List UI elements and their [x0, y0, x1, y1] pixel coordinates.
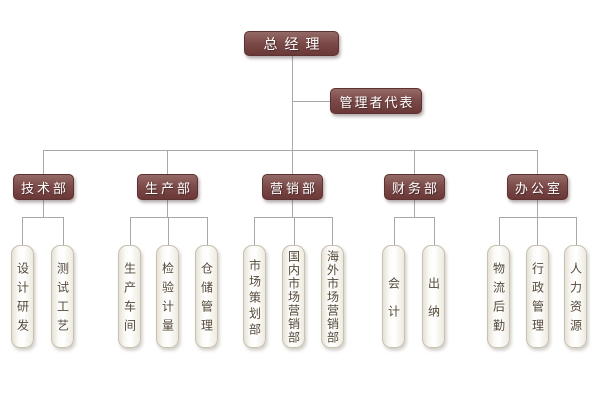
leaf-label: 市场策划部: [247, 258, 262, 339]
node-dept-marketing: 营销部: [262, 174, 323, 200]
node-management-representative: 管理者代表: [330, 88, 422, 114]
connector-line: [292, 200, 293, 217]
leaf-label: 国内市场营销部: [286, 250, 301, 345]
leaf-market-planning: 市场策划部: [243, 245, 266, 348]
connector-line: [292, 150, 293, 174]
connector-line: [130, 217, 208, 218]
connector-line: [499, 217, 577, 218]
connector-line: [332, 217, 333, 245]
leaf-domestic-marketing: 国内市场营销部: [282, 245, 305, 348]
leaf-warehouse-management: 仓储管理: [195, 245, 218, 348]
connector-line: [207, 217, 208, 245]
connector-line: [167, 200, 168, 217]
leaf-label: 仓储管理: [199, 262, 214, 338]
leaf-logistics-support: 物流后勤: [487, 245, 510, 348]
connector-line: [63, 217, 64, 245]
leaf-admin-management: 行政管理: [526, 245, 549, 348]
connector-line: [254, 217, 255, 245]
leaf-design-rd: 设计研发: [11, 245, 34, 348]
node-dept-production: 生产部: [137, 174, 198, 200]
connector-line: [537, 217, 538, 245]
leaf-human-resources: 人力资源: [564, 245, 587, 348]
connector-line: [22, 217, 63, 218]
connector-line: [576, 217, 577, 245]
connector-line: [499, 217, 500, 245]
connector-line: [414, 150, 415, 174]
connector-line: [292, 101, 330, 102]
leaf-label: 会计: [386, 276, 401, 333]
leaf-label: 出纳: [426, 276, 441, 333]
connector-line: [43, 150, 538, 151]
leaf-cashier: 出纳: [422, 245, 445, 348]
leaf-label: 人力资源: [568, 262, 583, 338]
connector-line: [414, 200, 415, 217]
connector-line: [394, 217, 395, 245]
connector-line: [167, 150, 168, 174]
connector-line: [294, 217, 295, 245]
connector-line: [168, 217, 169, 245]
connector-line: [394, 217, 435, 218]
node-dept-office: 办公室: [507, 174, 568, 200]
leaf-label: 设计研发: [15, 262, 30, 338]
connector-line: [43, 150, 44, 174]
connector-line: [130, 217, 131, 245]
connector-line: [43, 200, 44, 217]
leaf-label: 生产车间: [122, 262, 137, 338]
leaf-label: 行政管理: [530, 262, 545, 338]
connector-line: [254, 217, 333, 218]
connector-line: [434, 217, 435, 245]
leaf-accounting: 会计: [382, 245, 405, 348]
node-general-manager: 总经理: [244, 31, 339, 56]
leaf-overseas-marketing: 海外市场营销部: [321, 245, 344, 348]
leaf-label: 测试工艺: [55, 262, 70, 338]
leaf-label: 物流后勤: [491, 262, 506, 338]
connector-line: [22, 217, 23, 245]
node-dept-technology: 技术部: [13, 174, 74, 200]
connector-line: [292, 56, 293, 150]
node-dept-finance: 财务部: [384, 174, 445, 200]
leaf-label: 检验计量: [160, 262, 175, 338]
leaf-label: 海外市场营销部: [325, 250, 340, 345]
leaf-inspection-metrology: 检验计量: [156, 245, 179, 348]
connector-line: [537, 150, 538, 174]
leaf-test-process: 测试工艺: [51, 245, 74, 348]
connector-line: [537, 200, 538, 217]
leaf-production-workshop: 生产车间: [118, 245, 141, 348]
